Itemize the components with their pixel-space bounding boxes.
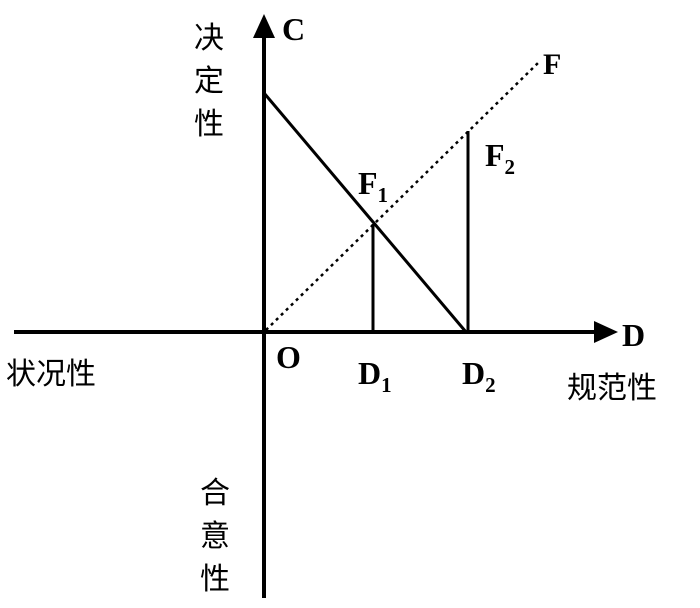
label-F1: F1 [358,165,388,207]
caption-situationality: 状况性 [6,357,96,392]
label-D1: D1 [358,355,392,397]
vertical-axis-arrowhead [253,14,275,38]
decision-line [262,92,468,333]
label-F: F [543,48,561,81]
caption-decisiveness-3: 性 [194,107,224,142]
label-D: D [622,317,645,353]
label-F2: F2 [485,137,515,179]
caption-decisiveness-1: 决 [194,21,224,56]
label-origin-O: O [276,339,301,375]
caption-normativity: 规范性 [567,371,657,406]
caption-consensuality-3: 性 [200,562,230,597]
caption-consensuality-1: 合 [200,476,230,511]
label-C: C [282,11,305,47]
label-D2: D2 [462,355,496,397]
caption-decisiveness-2: 定 [194,64,224,99]
dotted-line-OF [265,60,541,331]
caption-consensuality-2: 意 [200,519,230,554]
horizontal-axis-arrowhead [594,321,618,343]
